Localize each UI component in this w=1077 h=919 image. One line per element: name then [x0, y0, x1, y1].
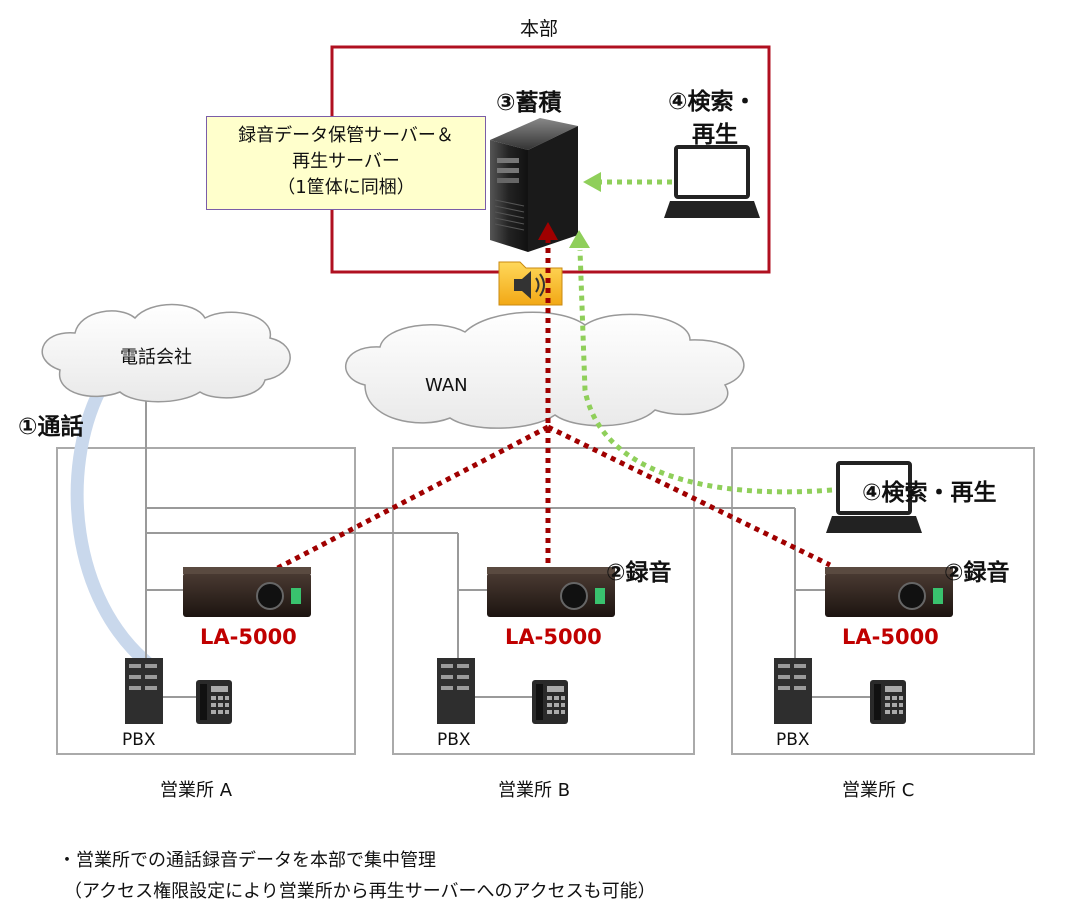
recording-flow — [268, 240, 832, 575]
record-arrowhead — [538, 222, 558, 240]
wan-cloud — [345, 311, 745, 429]
phone-lines — [145, 392, 870, 698]
storage-label-line3: （1筐体に同梱） — [277, 177, 415, 198]
step-search-play-hq-line2: 再生 — [692, 122, 738, 148]
pbx-label-a: PBX — [122, 730, 156, 750]
access-arrowhead-hq — [583, 172, 601, 192]
office-a-name: 営業所 A — [160, 780, 233, 801]
note-line1: ・営業所での通話録音データを本部で集中管理 — [58, 850, 436, 871]
office-b-box — [392, 447, 695, 755]
storage-label-line2: 再生サーバー — [292, 151, 400, 172]
step-record-label-c: ②録音 — [944, 560, 1010, 586]
office-b-name: 営業所 B — [498, 780, 571, 801]
step-search-play-office-c: ④検索・再生 — [862, 480, 997, 506]
wan-cloud-label: WAN — [425, 375, 468, 396]
hq-title: 本部 — [520, 18, 559, 40]
la5000-unit-c — [825, 567, 953, 617]
la5000-unit-a — [183, 567, 311, 617]
office-c-box — [731, 447, 1035, 755]
step-search-play-hq-line1: ④検索・ — [668, 89, 757, 115]
la5000-label-c: LA-5000 — [842, 625, 939, 649]
step-record-label-b: ②録音 — [606, 560, 672, 586]
office-a-box — [56, 447, 356, 755]
pbx-label-b: PBX — [437, 730, 471, 750]
storage-label-line1: 録音データ保管サーバー＆ — [238, 125, 454, 146]
server-icon — [490, 118, 578, 252]
office-c-name: 営業所 C — [842, 780, 915, 801]
access-arrowhead-c — [569, 230, 590, 248]
office-c-laptop-icon — [826, 461, 922, 533]
call-path — [70, 383, 157, 672]
pbx-a-icon — [125, 658, 163, 724]
desk-phone-b-icon — [532, 680, 568, 724]
step-store-label: ③蓄積 — [496, 90, 562, 116]
pbx-label-c: PBX — [776, 730, 810, 750]
note-line2: （アクセス権限設定により営業所から再生サーバーへのアクセスも可能） — [64, 881, 656, 902]
hq-laptop-icon — [664, 145, 760, 218]
audio-folder-icon — [498, 261, 563, 306]
pbx-b-icon — [437, 658, 475, 724]
access-flow — [577, 179, 833, 495]
la5000-unit-b — [487, 567, 615, 617]
pbx-c-icon — [774, 658, 812, 724]
step-call-label: ①通話 — [18, 414, 84, 440]
la5000-label-b: LA-5000 — [505, 625, 602, 649]
desk-phone-a-icon — [196, 680, 232, 724]
storage-server-label: 録音データ保管サーバー＆ 再生サーバー （1筐体に同梱） — [206, 116, 486, 210]
carrier-cloud — [41, 303, 291, 403]
desk-phone-c-icon — [870, 680, 906, 724]
carrier-cloud-label: 電話会社 — [120, 347, 192, 368]
la5000-label-a: LA-5000 — [200, 625, 297, 649]
